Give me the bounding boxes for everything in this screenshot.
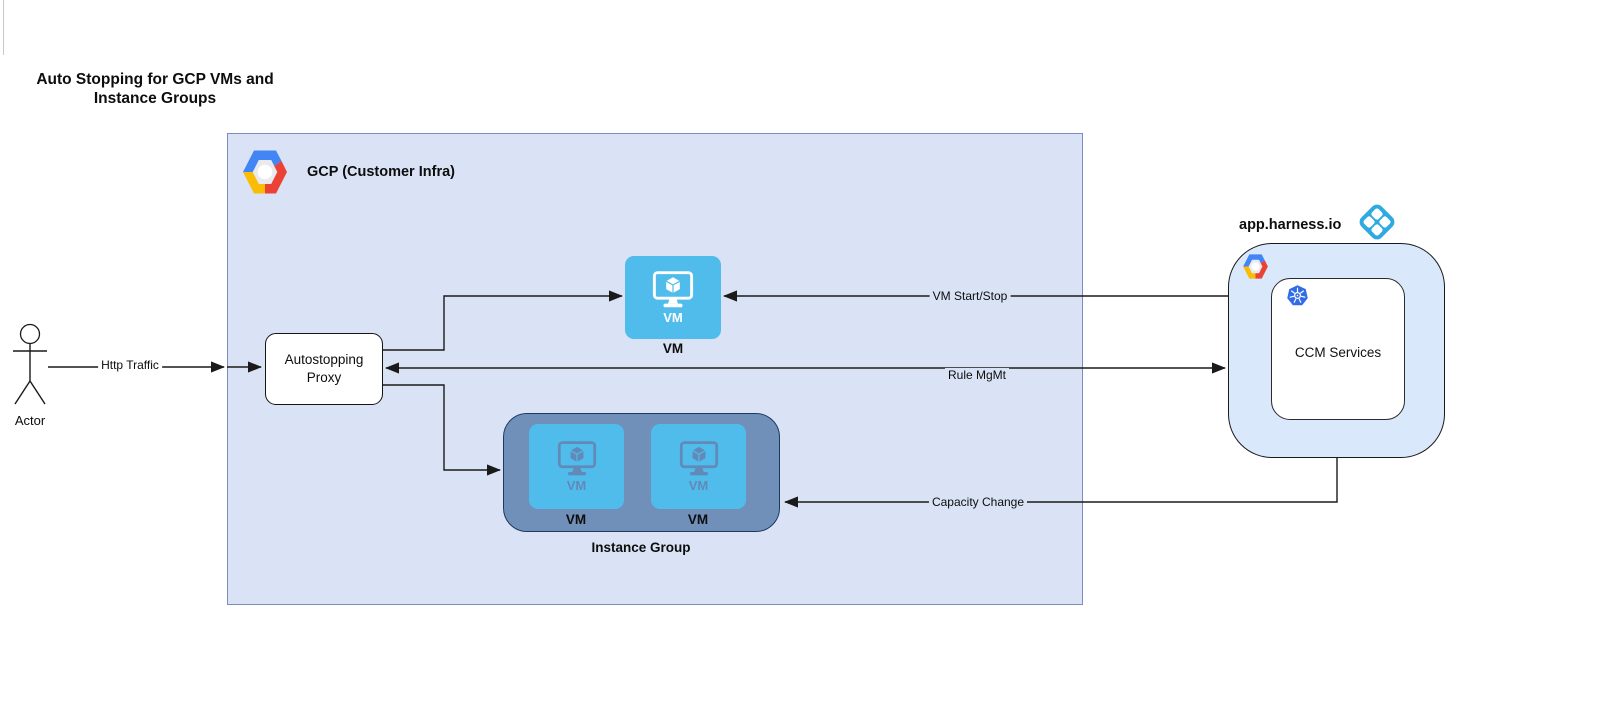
vm-node-label: VM xyxy=(662,341,684,356)
tile-vm-label: VM xyxy=(565,512,587,527)
proxy-label-line2: Proxy xyxy=(306,370,342,385)
autostopping-proxy-node: Autostopping Proxy xyxy=(265,333,383,405)
proxy-label-line1: Autostopping xyxy=(284,352,364,367)
tile-vm-label: VM xyxy=(687,512,709,527)
actor-figure xyxy=(13,323,47,405)
edge-label-rule-mgmt: Rule MgMt xyxy=(944,368,1010,382)
edge-label-http-traffic: Http Traffic xyxy=(98,358,162,372)
tile-inner-label: VM xyxy=(688,478,709,493)
diagram-title: Auto Stopping for GCP VMs and Instance G… xyxy=(36,71,274,107)
vm-monitor-icon xyxy=(679,441,718,476)
gcp-box-label: GCP (Customer Infra) xyxy=(307,164,455,180)
instance-group-vm-tile: VM xyxy=(651,424,746,509)
tile-inner-label: VM xyxy=(566,478,587,493)
screen-edge-artifact xyxy=(3,0,4,55)
instance-group-vm-tile: VM xyxy=(529,424,624,509)
harness-gcp-logo-icon xyxy=(1243,254,1268,279)
harness-title: app.harness.io xyxy=(1239,217,1342,233)
edge-label-capacity-change: Capacity Change xyxy=(928,495,1028,509)
instance-group-node: VM VM VM VM xyxy=(503,413,780,532)
vm-node-inner-label: VM xyxy=(663,310,683,325)
kubernetes-icon xyxy=(1287,285,1308,306)
vm-monitor-icon xyxy=(652,271,694,308)
gcp-logo-icon xyxy=(243,150,287,194)
actor-label: Actor xyxy=(14,413,46,428)
ccm-services-label: CCM Services xyxy=(1294,345,1382,360)
instance-group-label: Instance Group xyxy=(591,540,691,555)
vm-monitor-icon xyxy=(557,441,596,476)
harness-logo-icon xyxy=(1359,204,1395,240)
vm-node: VM xyxy=(625,256,721,339)
edge-label-vm-start-stop: VM Start/Stop xyxy=(929,289,1011,303)
